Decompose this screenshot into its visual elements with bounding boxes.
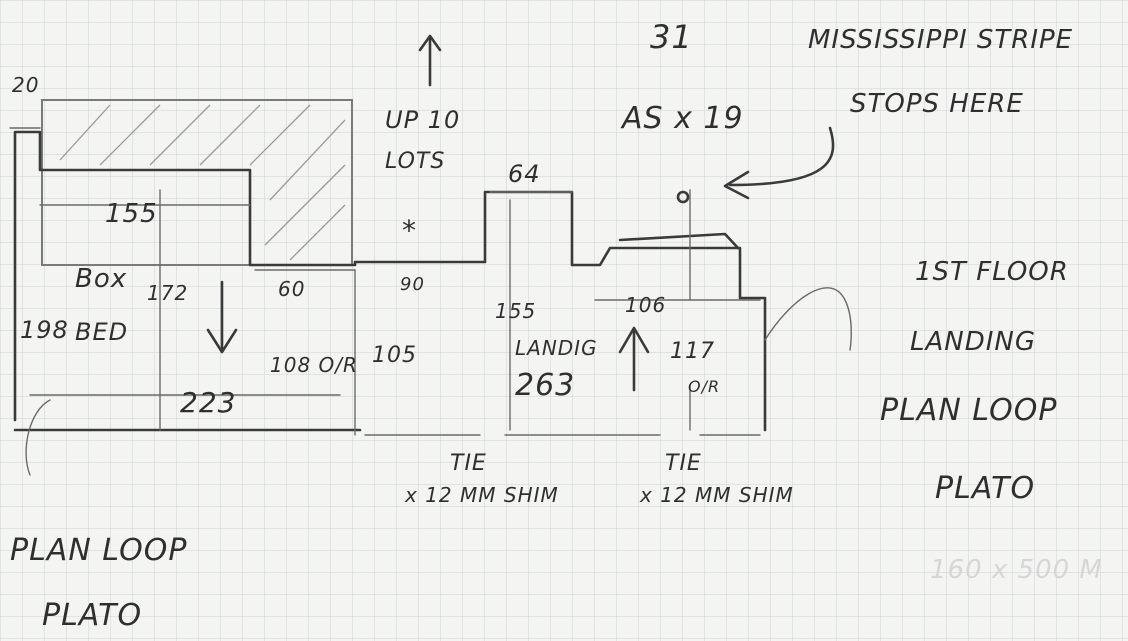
label-60: 60 — [278, 277, 305, 301]
label-105: 105 — [372, 343, 417, 368]
label-stops-here: STOPS HERE — [850, 89, 1024, 119]
label-mississippi: MISSISSIPPI STRIPE — [808, 25, 1073, 55]
post-marker-icon — [676, 190, 690, 204]
landing-up-arrow-icon — [618, 326, 650, 392]
label-90: 90 — [400, 274, 425, 295]
label-landing: LANDING — [910, 327, 1036, 357]
label-box: Box — [75, 264, 127, 294]
label-117: 117 — [670, 339, 715, 364]
label-263: 263 — [515, 368, 575, 403]
label-lots: LOTS — [385, 149, 445, 174]
label-plato-left: PLATO — [42, 598, 142, 633]
stair-profile — [13, 130, 767, 432]
label-faint-note: 160 x 500 M — [930, 555, 1103, 585]
label-64: 64 — [508, 160, 541, 188]
curved-pointer-arrow-icon — [723, 126, 835, 200]
label-star: * — [402, 214, 417, 247]
label-tie-1: TIE — [450, 451, 487, 476]
label-shim-1: x 12 MM SHIM — [404, 483, 559, 507]
label-landig: LANDIG — [515, 336, 598, 360]
hatched-box — [41, 99, 353, 266]
inner-step — [618, 232, 740, 250]
label-or: O/R — [688, 377, 720, 396]
label-plan-loop-left: PLAN LOOP — [10, 533, 187, 568]
label-tie-2: TIE — [665, 451, 702, 476]
label-ratio: AS x 19 — [620, 101, 744, 136]
down-arrow-icon — [206, 280, 238, 354]
label-first-floor: 1ST FLOOR — [915, 257, 1069, 287]
label-172: 172 — [147, 281, 188, 305]
label-106: 106 — [625, 293, 666, 317]
label-31: 31 — [650, 18, 693, 56]
label-plato-right: PLATO — [935, 471, 1035, 506]
label-155-tread: 155 — [105, 199, 158, 229]
label-bed: BED — [75, 318, 128, 346]
label-shim-2: x 12 MM SHIM — [639, 483, 794, 507]
landing-pointer-curve — [764, 287, 852, 351]
dimension-lines — [9, 127, 761, 436]
label-up-10: UP 10 — [385, 106, 460, 134]
up-arrow-icon — [418, 34, 442, 87]
label-108: 108 O/R — [270, 353, 358, 377]
plan-loop-pointer-curve — [25, 399, 51, 476]
label-20: 20 — [12, 73, 39, 97]
label-223: 223 — [180, 386, 236, 419]
label-198: 198 — [20, 316, 69, 344]
label-155-mid: 155 — [495, 299, 536, 323]
label-plan-loop-right: PLAN LOOP — [880, 393, 1057, 428]
